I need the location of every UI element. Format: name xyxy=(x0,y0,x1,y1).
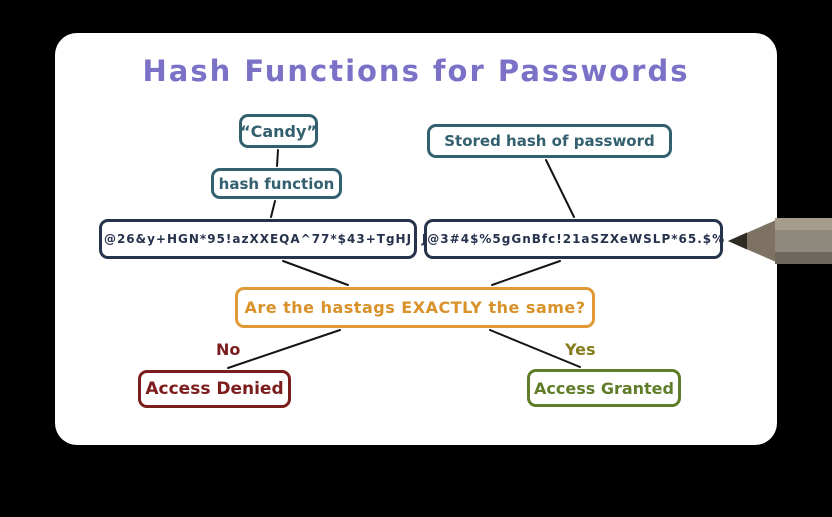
yes-edge-label: Yes xyxy=(565,340,596,359)
comparison-question-node: Are the hastags EXACTLY the same? xyxy=(235,287,595,328)
stored-hash-value-node: J@3#4$%5gGnBfc!21aSZXeWSLP*65.$% xyxy=(422,219,724,259)
stored-hash-label-node: Stored hash of password xyxy=(427,124,672,158)
computed-hash-node: @26&y+HGN*95!azXXEQA^77*$43+TgHJ xyxy=(99,219,417,259)
hash-function-node: hash function xyxy=(211,168,342,199)
password-input-node: “Candy” xyxy=(239,114,318,148)
diagram-title: Hash Functions for Passwords xyxy=(142,54,690,88)
no-edge-label: No xyxy=(216,340,241,359)
access-granted-node: Access Granted xyxy=(527,369,681,407)
access-denied-node: Access Denied xyxy=(138,370,291,408)
